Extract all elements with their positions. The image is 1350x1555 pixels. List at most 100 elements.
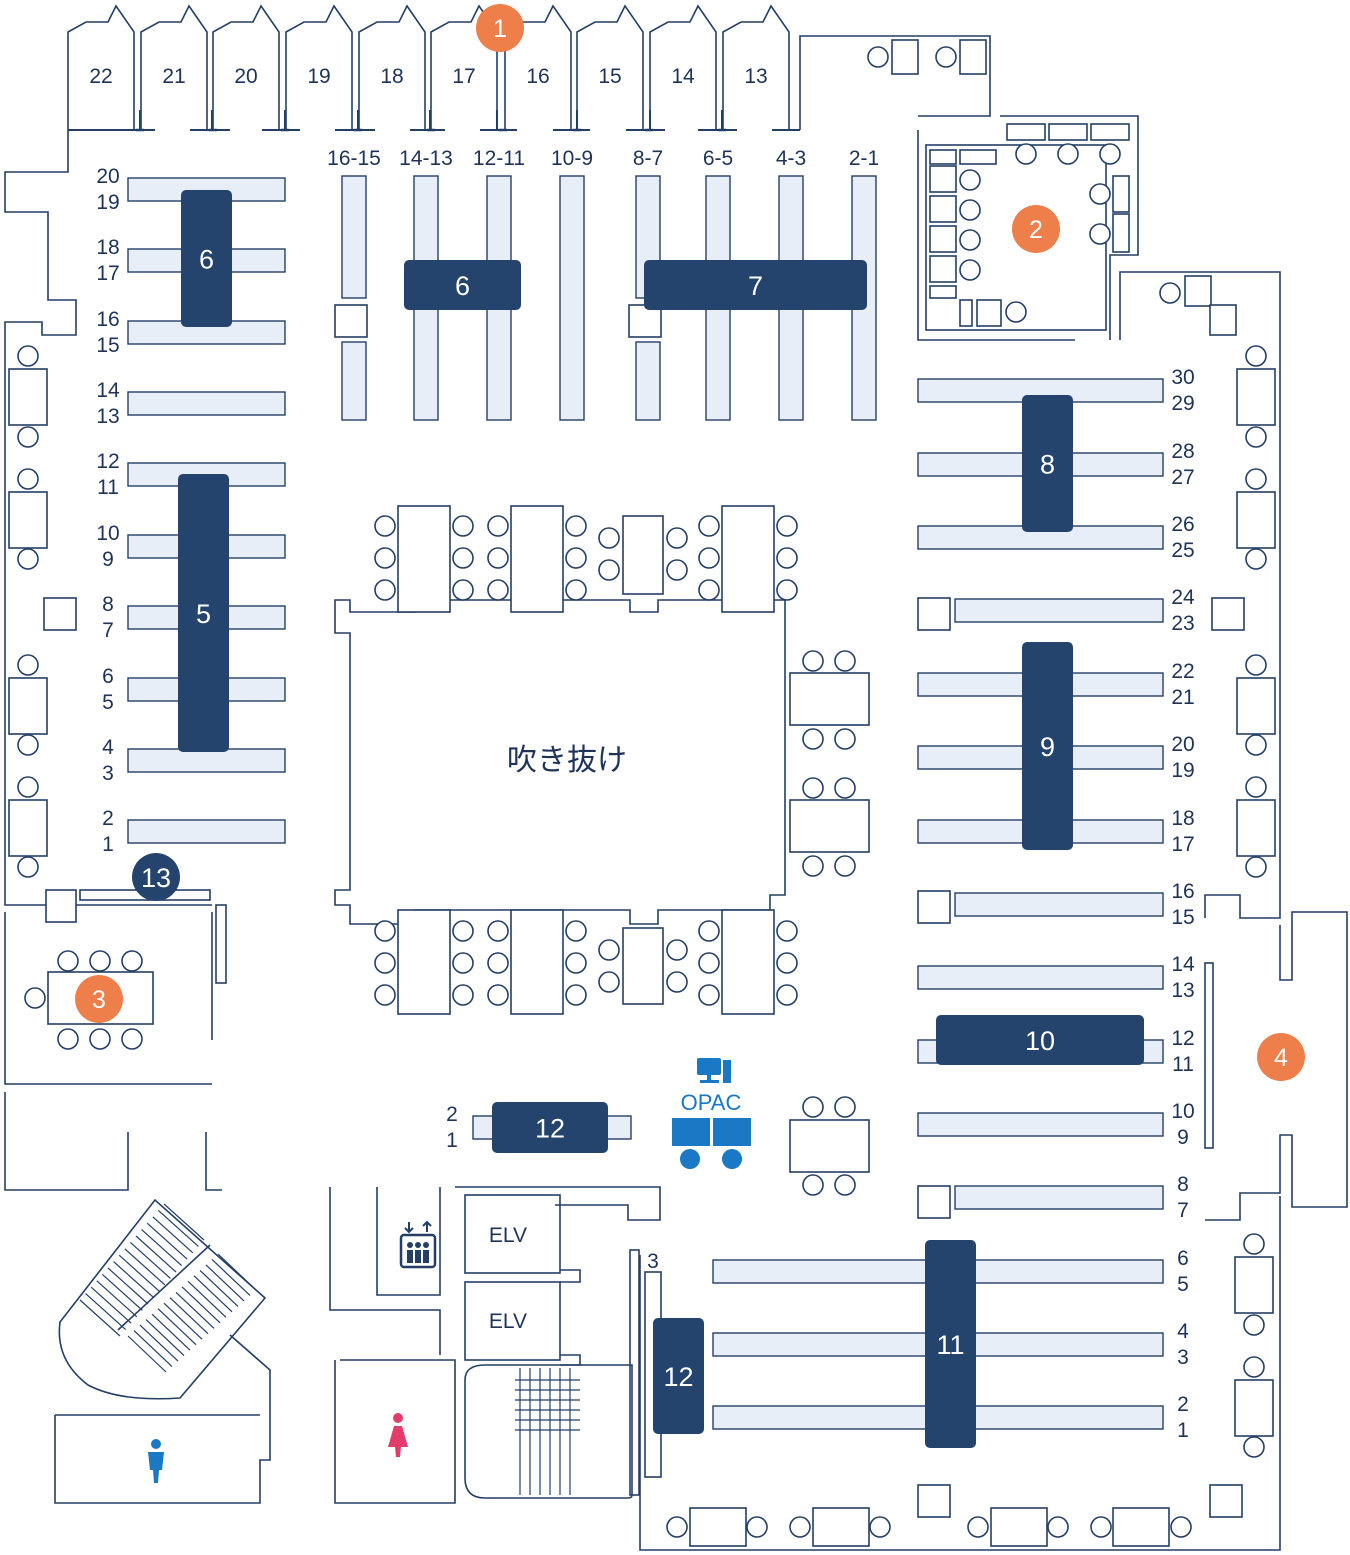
chair [17, 776, 39, 798]
table [721, 505, 775, 613]
chair [967, 1516, 989, 1538]
table [8, 677, 48, 735]
opac-terminal[interactable]: OPAC [672, 1058, 751, 1169]
zone-block[interactable] [1022, 395, 1073, 532]
stair-step [113, 1261, 155, 1299]
table [959, 299, 973, 327]
vertical-shelf [341, 175, 367, 299]
chair [1099, 143, 1121, 165]
chair [802, 777, 824, 799]
location-marker[interactable] [1012, 205, 1060, 253]
zone-block[interactable] [181, 190, 232, 327]
table [789, 672, 870, 726]
table [1236, 799, 1276, 857]
table [1236, 677, 1276, 735]
zone-number: 8 [1040, 450, 1055, 480]
stair-step [141, 1229, 183, 1267]
shelf-label: 12-11 [473, 147, 525, 170]
table [510, 909, 564, 1015]
stair-step [96, 1280, 138, 1318]
bay-number: 13 [744, 65, 767, 88]
chair [374, 515, 396, 537]
table [1048, 123, 1088, 141]
table [959, 149, 997, 165]
chair [17, 468, 39, 490]
zone-block[interactable] [644, 260, 867, 310]
stair-step [199, 1269, 239, 1307]
bay-wall [649, 4, 717, 130]
chair [1245, 548, 1267, 570]
zone-block[interactable] [936, 1015, 1144, 1065]
zone-block[interactable] [178, 474, 229, 752]
stair-step [211, 1259, 251, 1296]
table [8, 799, 48, 857]
zone-block[interactable] [925, 1240, 976, 1448]
chair [1245, 734, 1267, 756]
chair [1243, 1314, 1265, 1336]
zone-block[interactable] [653, 1318, 704, 1434]
bay-number: 17 [452, 65, 475, 88]
zone-number: 9 [1040, 732, 1055, 762]
stair-step [107, 1267, 149, 1305]
table [929, 149, 957, 165]
shelf-number: 7 [102, 619, 114, 642]
shelf-number: 2 [1177, 1393, 1189, 1416]
chair [666, 939, 688, 961]
shelf-label: 2-1 [849, 147, 879, 170]
shelf-number: 13 [1171, 979, 1194, 1002]
table [1006, 123, 1046, 141]
shelf-number: 17 [1171, 833, 1194, 856]
shelf-number: 19 [96, 191, 119, 214]
male-restroom-icon [148, 1439, 164, 1483]
chair [959, 169, 981, 191]
pillar [1209, 1484, 1243, 1518]
chair [57, 1028, 79, 1050]
location-marker[interactable] [1257, 1033, 1305, 1081]
table [8, 368, 48, 426]
pillar [917, 597, 951, 631]
shelf-label: 14-13 [399, 147, 453, 170]
shelf-number: 14 [96, 379, 120, 402]
location-marker[interactable] [75, 975, 123, 1023]
chair [834, 650, 856, 672]
shelf-number: 18 [1171, 807, 1194, 830]
shelf-number: 20 [96, 165, 119, 188]
chair [959, 199, 981, 221]
zone-circle[interactable] [132, 853, 180, 901]
bay-wall [722, 4, 790, 130]
chair [1245, 776, 1267, 798]
shelf-number: 3 [102, 762, 114, 785]
elevator-icon [399, 1220, 437, 1269]
chair [666, 971, 688, 993]
shelf-number: 2 [102, 807, 114, 830]
chair [776, 952, 798, 974]
chair [1243, 1356, 1265, 1378]
horizontal-shelf [954, 598, 1164, 623]
zone-block[interactable] [1022, 642, 1073, 850]
shelf-label: 4-3 [776, 147, 806, 170]
location-marker[interactable] [476, 4, 524, 52]
shelf-label: 16-15 [327, 147, 381, 170]
chair [776, 515, 798, 537]
stair-step [90, 1286, 132, 1324]
horizontal-shelf [127, 819, 286, 844]
table [1236, 368, 1276, 426]
zone-number: 12 [535, 1114, 565, 1144]
chair [452, 920, 474, 942]
chair [802, 1096, 824, 1118]
table [929, 255, 957, 283]
zone-block[interactable] [492, 1102, 608, 1153]
bay-wall [358, 4, 426, 130]
chair [598, 559, 620, 581]
chair [698, 984, 720, 1006]
horizontal-shelf [127, 748, 286, 773]
shelf-number: 2 [446, 1103, 458, 1126]
table [8, 491, 48, 549]
zone-block[interactable] [404, 260, 521, 310]
chair [834, 1174, 856, 1196]
vertical-shelf [559, 175, 585, 421]
chair [1159, 282, 1181, 304]
vertical-shelf [341, 341, 367, 421]
shelf-number: 24 [1171, 586, 1195, 609]
stair-step [157, 1209, 199, 1247]
